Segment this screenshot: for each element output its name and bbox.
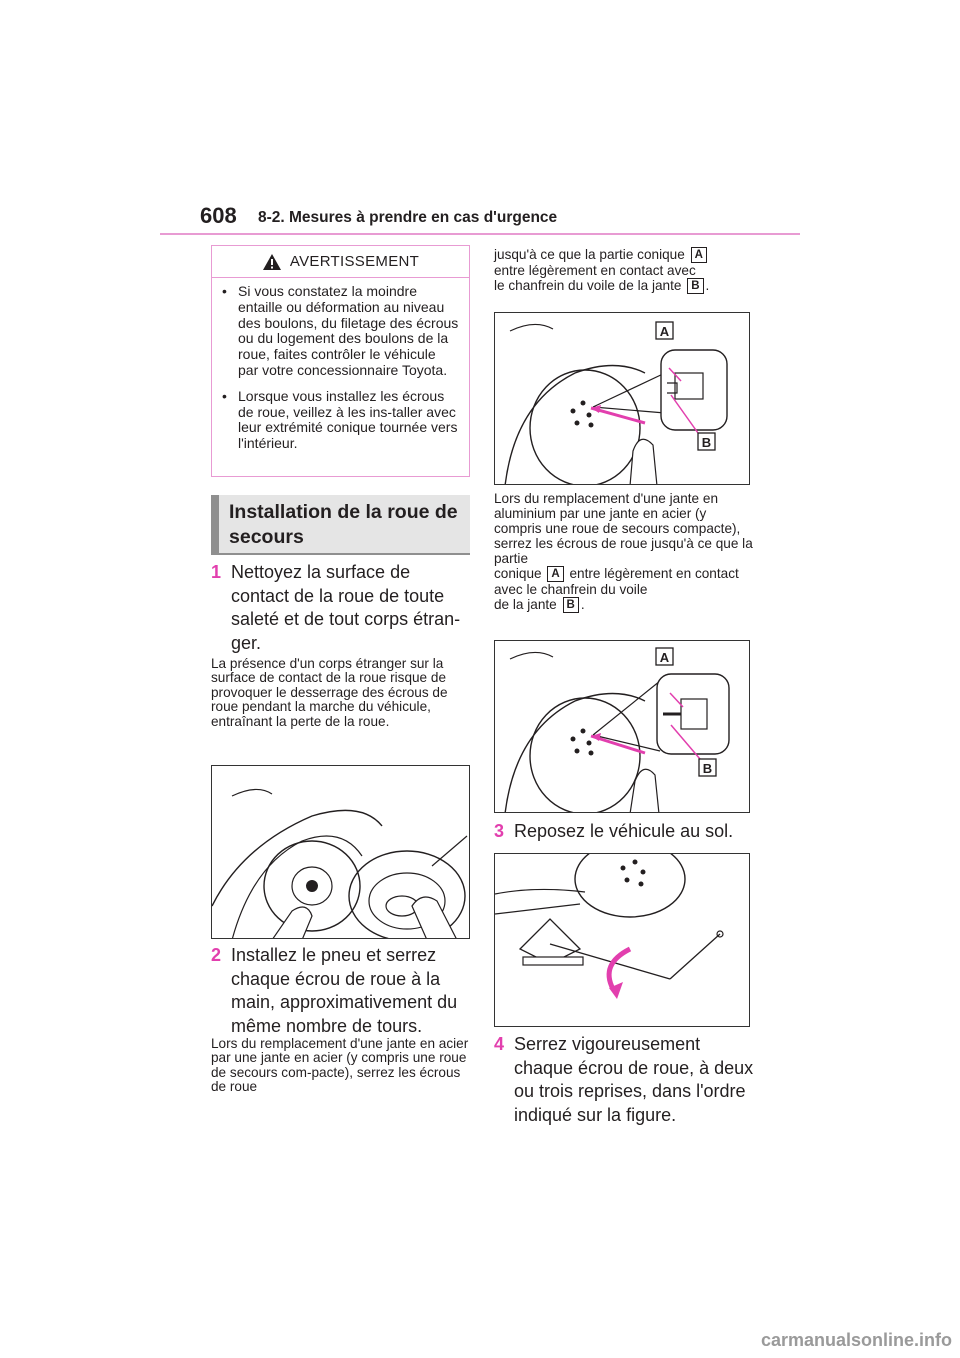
clean-wheel-illustration xyxy=(212,788,468,938)
step-text: Nettoyez la surface de contact de la rou… xyxy=(231,562,461,653)
step-text: Reposez le véhicule au sol. xyxy=(514,821,734,841)
label-a: A xyxy=(547,566,564,582)
step-1: 1 Nettoyez la surface de contact de la r… xyxy=(211,561,473,655)
callout-a: A xyxy=(660,650,670,665)
step-number: 2 xyxy=(211,945,222,965)
step-number: 1 xyxy=(211,562,222,582)
step2-note-aluminium: Lors du remplacement d'une jante en alum… xyxy=(494,491,753,613)
figure-clean-wheel xyxy=(211,765,470,939)
step-3: 3 Reposez le véhicule au sol. xyxy=(494,820,756,844)
step-4: 4 Serrez vigoureusement chaque écrou de … xyxy=(494,1033,756,1127)
warning-list: •Si vous constatez la moindre entaille o… xyxy=(212,278,469,452)
warning-item: •Lorsque vous installez les écrous de ro… xyxy=(222,387,458,452)
step-number: 3 xyxy=(494,821,505,841)
step2-note-steel: Lors du remplacement d'une jante en acie… xyxy=(211,1036,469,1095)
nut-steel-illustration: A B xyxy=(504,321,728,484)
warning-title: AVERTISSEMENT xyxy=(289,253,420,270)
label-b: B xyxy=(687,278,704,294)
step-text: Serrez vigoureusement chaque écrou de ro… xyxy=(514,1034,754,1125)
step-2: 2 Installez le pneu et serrez chaque écr… xyxy=(211,944,473,1038)
warning-box: AVERTISSEMENT •Si vous constatez la moin… xyxy=(211,245,470,477)
nut-aluminium-illustration: A B xyxy=(504,647,730,812)
step-number: 4 xyxy=(494,1034,505,1054)
step2-note-continued: jusqu'à ce que la partie conique A entre… xyxy=(494,247,710,294)
callout-b: B xyxy=(703,761,712,776)
watermark: carmanualsonline.info xyxy=(760,1330,952,1350)
figure-lower-vehicle xyxy=(494,853,750,1027)
warning-icon xyxy=(262,253,281,270)
label-b: B xyxy=(562,597,579,613)
header-rule xyxy=(160,233,800,235)
callout-b: B xyxy=(702,435,711,450)
lower-vehicle-illustration xyxy=(495,854,724,999)
section-title: 8-2. Mesures à prendre en cas d'urgence xyxy=(258,209,558,226)
step-text: Installez le pneu et serrez chaque écrou… xyxy=(231,945,458,1036)
figure-nut-steel: A B xyxy=(494,312,750,485)
warning-header: AVERTISSEMENT xyxy=(212,246,469,278)
section-heading: Installation de la roue de secours xyxy=(211,495,470,555)
warning-item: •Si vous constatez la moindre entaille o… xyxy=(222,283,459,378)
callout-a: A xyxy=(660,324,670,339)
step1-note: La présence d'un corps étranger sur la s… xyxy=(211,656,448,729)
page-number: 608 xyxy=(200,203,237,228)
label-a: A xyxy=(690,247,707,263)
figure-nut-aluminium: A B xyxy=(494,640,750,813)
